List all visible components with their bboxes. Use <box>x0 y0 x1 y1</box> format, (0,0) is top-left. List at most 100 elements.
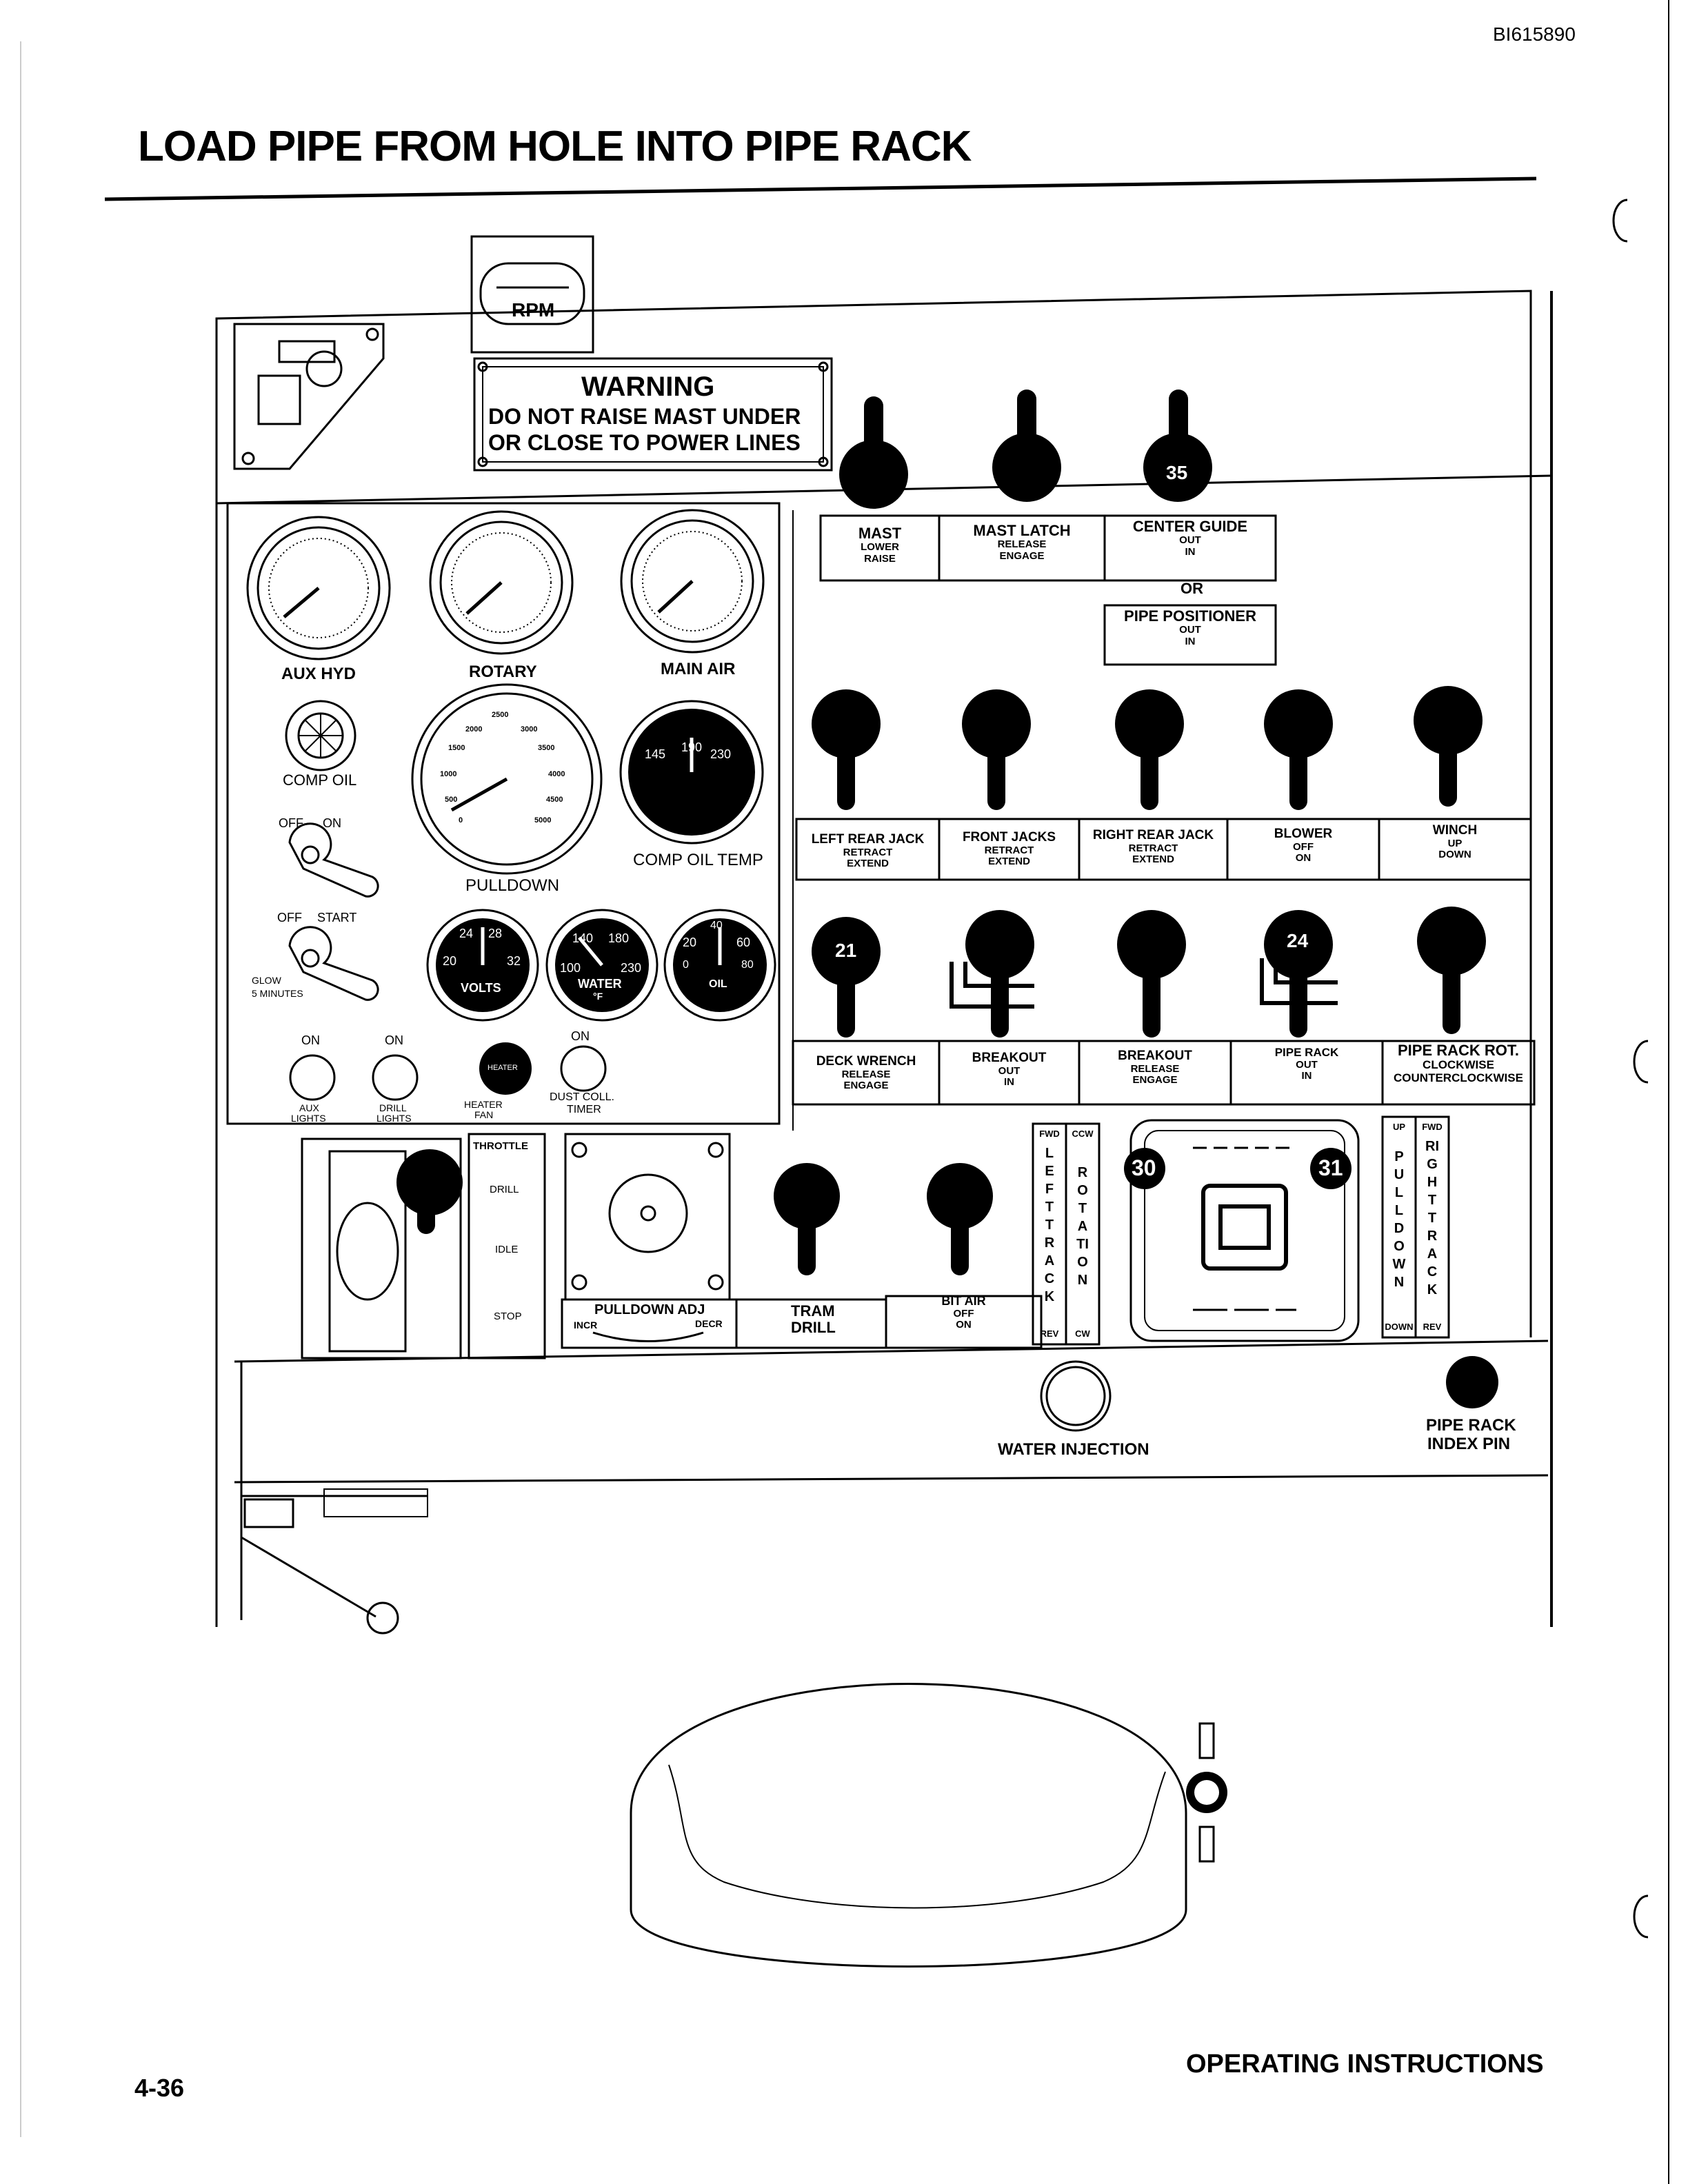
warning-heading: WARNING <box>581 372 715 402</box>
oil-tick: 60 <box>736 936 751 949</box>
center-guide-lever-label: CENTER GUIDE OUT IN <box>1105 518 1276 558</box>
left-rear-jack-label: LEFT REAR JACK RETRACT EXTEND <box>796 832 939 870</box>
lever-label-main: WINCH <box>1432 823 1478 838</box>
lever-label-sub: CLOCKWISE <box>1423 1058 1494 1072</box>
lever-label-main: DECK WRENCH <box>816 1054 916 1069</box>
lever-label-sub: ENGAGE <box>1132 1074 1178 1086</box>
oil-tick: 20 <box>683 936 697 949</box>
water-injection-label: WATER INJECTION <box>998 1440 1149 1459</box>
temp-tick: 190 <box>681 740 703 754</box>
lever-label-sub: OFF <box>953 1307 974 1320</box>
rotation-letters: ROTATION <box>1076 1165 1089 1288</box>
pulldown-tick: 1500 <box>448 744 465 752</box>
pulldown-tick: 3000 <box>521 725 538 734</box>
pulldown-col-bottom: DOWN <box>1385 1322 1414 1332</box>
aux-hyd-gauge-label: AUX HYD <box>281 665 356 683</box>
lever-label-sub: ON <box>1295 852 1312 865</box>
lever-label-sub: RELEASE <box>1130 1062 1180 1075</box>
lever-label-sub: OUT <box>1179 534 1201 547</box>
temp-tick: 230 <box>710 747 732 761</box>
lever-label-sub: IN <box>1004 1076 1014 1089</box>
badge-31: 31 <box>1318 1155 1343 1180</box>
oil-tick: 80 <box>741 959 754 971</box>
mast-latch-lever-label: MAST LATCH RELEASE ENGAGE <box>939 522 1105 562</box>
pulldown-tick: 0 <box>459 816 463 825</box>
lever-label-main: BREAKOUT <box>972 1051 1047 1065</box>
water-gauge-label: WATER <box>578 977 622 991</box>
pulldown-tick: 3500 <box>538 744 555 752</box>
lever-label-main: MAST LATCH <box>973 522 1071 539</box>
right-track-letters: RIGHT TRACK <box>1425 1139 1439 1297</box>
pulldown-col-letters: PULLDOWN <box>1392 1149 1406 1290</box>
volts-gauge-label: VOLTS <box>461 981 501 995</box>
deck-wrench-label: DECK WRENCH RELEASE ENGAGE <box>793 1054 939 1092</box>
warning-line2: OR CLOSE TO POWER LINES <box>488 430 801 455</box>
badge-24: 24 <box>1287 930 1309 951</box>
water-tick: 180 <box>608 931 630 945</box>
or-text: OR <box>1180 580 1203 597</box>
bit-air-label: BIT AIR OFF ON <box>886 1294 1041 1331</box>
oil-tick: 40 <box>710 920 723 931</box>
lever-label-sub: ON <box>956 1319 972 1331</box>
aux-lights-on: ON <box>301 1033 320 1047</box>
volts-tick: 32 <box>507 954 521 968</box>
pulldown-tick: 500 <box>445 796 458 804</box>
start-switch-off: OFF <box>277 911 302 924</box>
comp-oil-gauge-label: COMP OIL <box>283 771 357 789</box>
rotary-gauge-label: ROTARY <box>469 663 537 681</box>
lever-label-sub: COUNTERCLOCKWISE <box>1394 1071 1523 1084</box>
lever-label-sub: EXTEND <box>988 856 1030 868</box>
document-id: BI615890 <box>1493 23 1576 45</box>
lever-label-main: BIT AIR <box>941 1294 986 1308</box>
lever-label-main: BLOWER <box>1274 827 1333 841</box>
water-tick: 100 <box>560 961 581 975</box>
lever-label-sub: OFF <box>1293 840 1314 853</box>
throttle-stop: STOP <box>494 1311 522 1322</box>
volts-tick: 28 <box>488 927 503 940</box>
pulldown-adj-incr: INCR <box>574 1320 598 1331</box>
lever-label-sub: UP <box>1447 837 1463 849</box>
start-switch-start: START <box>317 911 357 924</box>
oil-tick: 0 <box>683 959 689 971</box>
pipe-rack-index-label: PIPE RACK <box>1426 1416 1516 1435</box>
page-title: LOAD PIPE FROM HOLE INTO PIPE RACK <box>138 123 972 170</box>
pipe-positioner-label: PIPE POSITIONER OUT IN <box>1105 607 1276 647</box>
drill-lights-label: DRILL <box>379 1102 407 1113</box>
mast-lever-label: MAST LOWER RAISE <box>821 525 939 565</box>
pulldown-col-top: UP <box>1392 1122 1406 1132</box>
badge-21: 21 <box>835 940 857 961</box>
breakout-label: BREAKOUT OUT IN <box>939 1051 1079 1089</box>
pulldown-adj-decr: DECR <box>695 1318 723 1329</box>
lever-label-sub: RETRACT <box>1128 842 1178 854</box>
aux-lights-label: AUX <box>299 1102 319 1113</box>
pipe-rack-label: PIPE RACK OUT IN <box>1231 1046 1383 1082</box>
lever-label-sub: IN <box>1301 1070 1312 1082</box>
lever-label-sub: LOWER <box>861 541 899 554</box>
rotation-top: CCW <box>1072 1129 1094 1139</box>
warning-line1: DO NOT RAISE MAST UNDER <box>488 404 801 429</box>
right-track-top: FWD <box>1422 1122 1443 1132</box>
pulldown-tick: 2500 <box>492 711 509 719</box>
glow-label: GLOW <box>252 975 281 986</box>
dust-coll-label: DUST COLL. <box>550 1091 614 1103</box>
lever-label-main: RIGHT REAR JACK <box>1092 828 1214 842</box>
heater-knob[interactable]: HEATER <box>488 1064 518 1072</box>
lever-label-sub: RAISE <box>864 552 896 565</box>
lever-label-main: BREAKOUT <box>1118 1049 1192 1063</box>
lever-label-main: PIPE POSITIONER <box>1124 607 1256 625</box>
pipe-rack-index-label2: INDEX PIN <box>1427 1435 1511 1453</box>
lever-label-sub: OUT <box>1179 624 1201 636</box>
lever-label-main: PIPE RACK <box>1274 1046 1339 1059</box>
left-track-letters: LEFT TRACK <box>1044 1146 1055 1304</box>
comp-switch-off: OFF <box>279 816 303 830</box>
comp-oil-temp-gauge-label: COMP OIL TEMP <box>633 851 763 869</box>
heater-fan-label2: FAN <box>474 1109 494 1120</box>
pulldown-tick: 2000 <box>465 725 483 734</box>
lever-label-sub: OUT <box>1296 1058 1318 1071</box>
badge-30: 30 <box>1132 1155 1156 1180</box>
lever-label-main: CENTER GUIDE <box>1132 518 1248 535</box>
lever-label-main: FRONT JACKS <box>962 830 1056 845</box>
drill-lights-on: ON <box>385 1033 403 1047</box>
comp-switch-on: ON <box>323 816 341 830</box>
